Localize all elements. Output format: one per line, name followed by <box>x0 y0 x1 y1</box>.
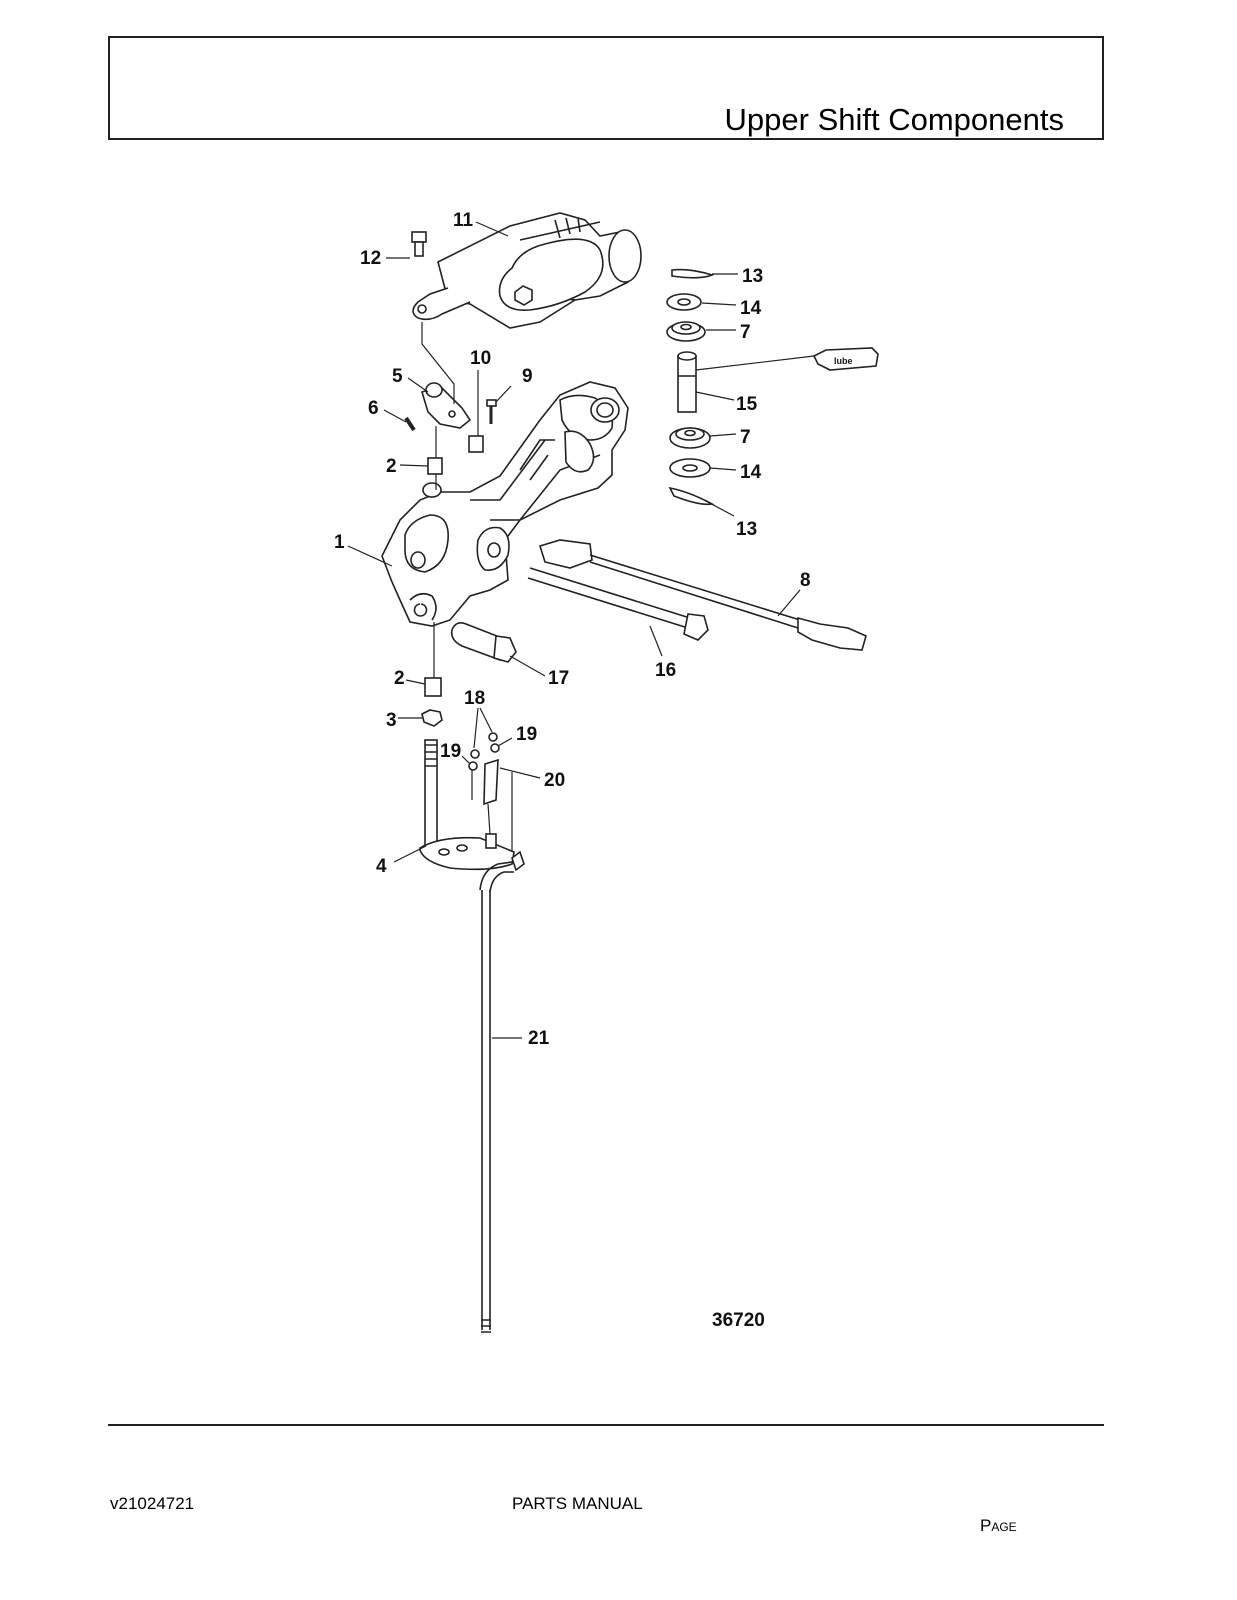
part-11-shift-actuator <box>412 212 642 329</box>
callout-19-right: 19 <box>516 724 537 745</box>
callout-18: 18 <box>464 688 485 709</box>
callout-9: 9 <box>522 366 533 387</box>
callout-14: 14 <box>740 298 762 319</box>
part-20-clip <box>511 850 525 872</box>
part-13-cotter-pin-upper <box>671 268 715 279</box>
callout-14-lower: 14 <box>740 462 762 483</box>
footer-rule <box>108 1424 1104 1426</box>
callout-19-left: 19 <box>440 741 461 762</box>
callout-8: 8 <box>800 570 811 591</box>
part-3-nut <box>421 709 443 727</box>
leader-lines <box>347 221 815 1039</box>
part-12-bolt <box>411 231 427 257</box>
tube-label: lube <box>834 356 853 366</box>
part-5-shift-lever <box>421 382 472 429</box>
page-label: Page <box>980 1516 1017 1535</box>
callout-10: 10 <box>470 348 491 369</box>
part-14-washer-lower <box>669 458 711 478</box>
part-2-bushing-lower <box>424 677 442 697</box>
callout-13-lower: 13 <box>736 519 757 540</box>
part-15-pivot-pin <box>677 351 697 413</box>
manual-title: PARTS MANUAL <box>512 1494 643 1513</box>
callout-21: 21 <box>528 1028 550 1049</box>
part-14-washer-upper <box>666 293 702 311</box>
page-title: Upper Shift Components <box>724 102 1064 137</box>
callout-15: 15 <box>736 394 758 415</box>
callout-7-lower: 7 <box>740 427 751 448</box>
part-17-bolt <box>450 622 517 663</box>
callout-11: 11 <box>453 210 474 231</box>
callout-17: 17 <box>548 668 569 689</box>
callout-12: 12 <box>360 248 381 269</box>
part-16-long-bolt <box>527 567 709 641</box>
part-21-shift-rod <box>479 861 514 1333</box>
callout-4: 4 <box>376 856 387 877</box>
callout-16: 16 <box>655 660 676 681</box>
part-20-link <box>483 758 499 806</box>
part-13-cotter-pin-lower <box>668 486 715 506</box>
part-18-e-clip-right <box>488 732 498 742</box>
callout-6: 6 <box>368 398 379 419</box>
part-18-e-clip-left <box>470 749 480 759</box>
part-19-washer-left <box>468 761 478 771</box>
callout-2: 2 <box>386 456 397 477</box>
alignment-lines <box>421 322 513 852</box>
callout-3: 3 <box>386 710 397 731</box>
callout-7: 7 <box>740 322 751 343</box>
part-2-bushing-upper <box>427 457 443 475</box>
lube-tube-icon: lube <box>812 347 879 371</box>
document-id: v21024721 <box>110 1494 195 1513</box>
part-7-bushing-upper <box>666 321 706 342</box>
callout-5: 5 <box>392 366 403 387</box>
header-box: Upper Shift Components <box>108 36 1104 140</box>
callout-1: 1 <box>334 532 345 553</box>
part-1-shift-bracket <box>381 381 629 627</box>
part-7-bushing-lower <box>669 427 711 449</box>
part-9-screw <box>486 399 497 424</box>
part-6-pin <box>404 416 416 432</box>
callout-13: 13 <box>742 266 763 287</box>
part-19-washer-right <box>490 743 500 753</box>
part-4-shift-shaft-plate <box>419 739 515 871</box>
callout-labels: 11 12 13 14 7 10 9 5 6 15 7 14 2 13 1 8 … <box>334 210 811 1331</box>
callout-20: 20 <box>544 770 565 791</box>
callout-2-lower: 2 <box>394 668 405 689</box>
figure-number: 36720 <box>712 1310 765 1331</box>
part-8-shift-switch <box>538 539 867 651</box>
part-10-bushing <box>468 435 484 453</box>
